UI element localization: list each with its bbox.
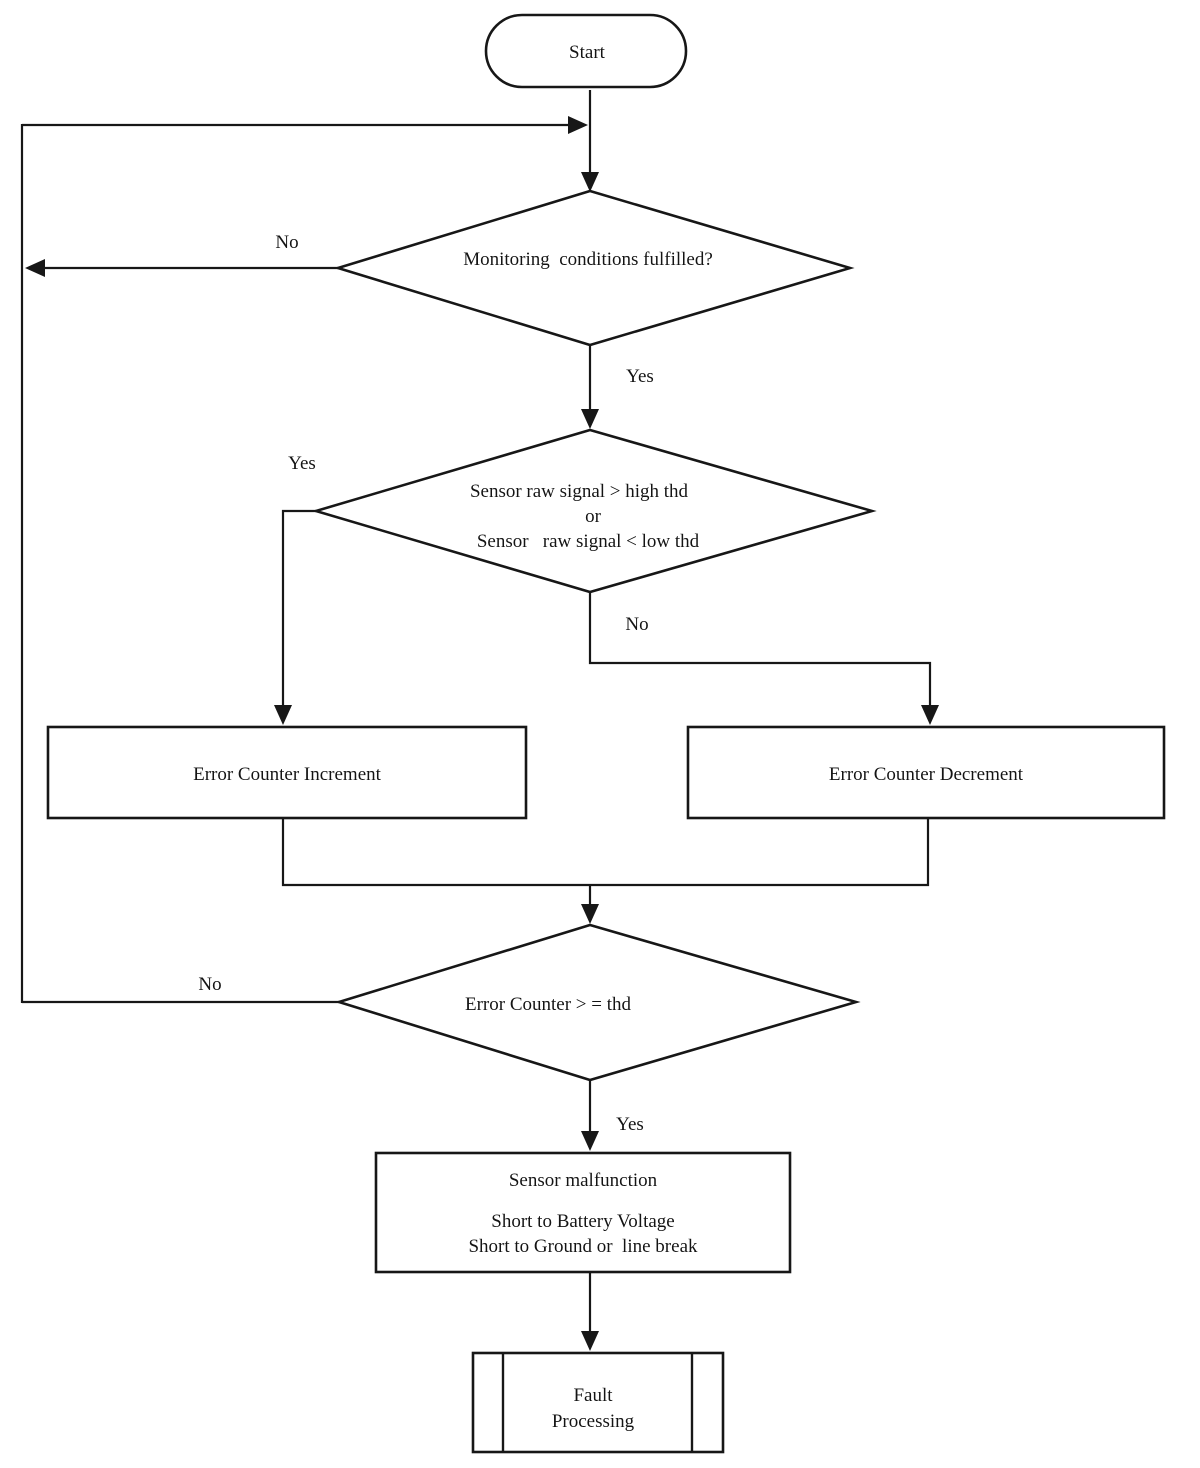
node-error-counter-decrement: Error Counter Decrement — [686, 725, 1166, 820]
arrowhead-monitoring-no — [25, 259, 45, 277]
node-signal-decision: Sensor raw signal > high thd or Sensor r… — [311, 428, 877, 594]
edge-labels: No Yes Yes No No Yes — [198, 232, 653, 1135]
threshold-decision-label: Error Counter > = thd — [465, 994, 632, 1015]
increment-box — [46, 725, 528, 820]
increment-label: Error Counter Increment — [193, 764, 382, 785]
signal-decision-line1: Sensor raw signal > high thd — [470, 481, 689, 502]
signal-decision-line3: Sensor raw signal < low thd — [477, 531, 700, 552]
label-threshold-yes: Yes — [616, 1114, 644, 1135]
start-label: Start — [569, 42, 606, 63]
edge-signal-no — [588, 592, 932, 708]
arrowhead-into-malfunction-box — [581, 1131, 599, 1151]
node-sensor-malfunction: Sensor malfunction Short to Battery Volt… — [374, 1151, 792, 1274]
malfunction-line1: Sensor malfunction — [509, 1170, 658, 1191]
threshold-decision-diamond — [334, 923, 861, 1082]
malfunction-box — [374, 1151, 792, 1274]
node-error-counter-increment: Error Counter Increment — [46, 725, 528, 820]
node-fault-processing: Fault Processing — [471, 1351, 725, 1454]
fault-processing-line2: Processing — [552, 1411, 635, 1432]
monitoring-decision-label: Monitoring conditions fulfilled? — [463, 249, 713, 270]
arrowhead-into-decrement-box — [921, 705, 939, 725]
fault-processing-box — [471, 1351, 725, 1454]
fault-processing-line1: Fault — [573, 1385, 613, 1406]
monitoring-decision-diamond — [333, 189, 855, 347]
decrement-box — [686, 725, 1166, 820]
malfunction-line3: Short to Ground or line break — [468, 1236, 698, 1257]
node-threshold-decision: Error Counter > = thd — [334, 923, 861, 1082]
signal-decision-diamond — [311, 428, 877, 594]
label-signal-no: No — [625, 614, 648, 635]
label-threshold-no: No — [198, 974, 221, 995]
arrowhead-into-signal-decision — [581, 409, 599, 429]
label-monitoring-yes: Yes — [626, 366, 654, 387]
decrement-label: Error Counter Decrement — [829, 764, 1024, 785]
node-monitoring-decision: Monitoring conditions fulfilled? — [333, 189, 855, 347]
arrowhead-into-increment-box — [274, 705, 292, 725]
signal-decision-line2: or — [585, 506, 602, 527]
start-terminator-shape — [484, 13, 688, 89]
edge-merge-boxes — [281, 818, 930, 887]
label-monitoring-no: No — [275, 232, 298, 253]
arrowhead-into-threshold-decision — [581, 904, 599, 924]
malfunction-line2: Short to Battery Voltage — [491, 1211, 674, 1232]
label-signal-yes: Yes — [288, 453, 316, 474]
edges — [20, 90, 939, 1351]
arrowhead-into-fault-processing — [581, 1331, 599, 1351]
arrowhead-loopback-into-spine — [568, 116, 588, 134]
arrowhead-into-monitoring-decision — [581, 172, 599, 192]
node-start: Start — [484, 13, 688, 89]
edge-signal-yes — [281, 509, 316, 708]
